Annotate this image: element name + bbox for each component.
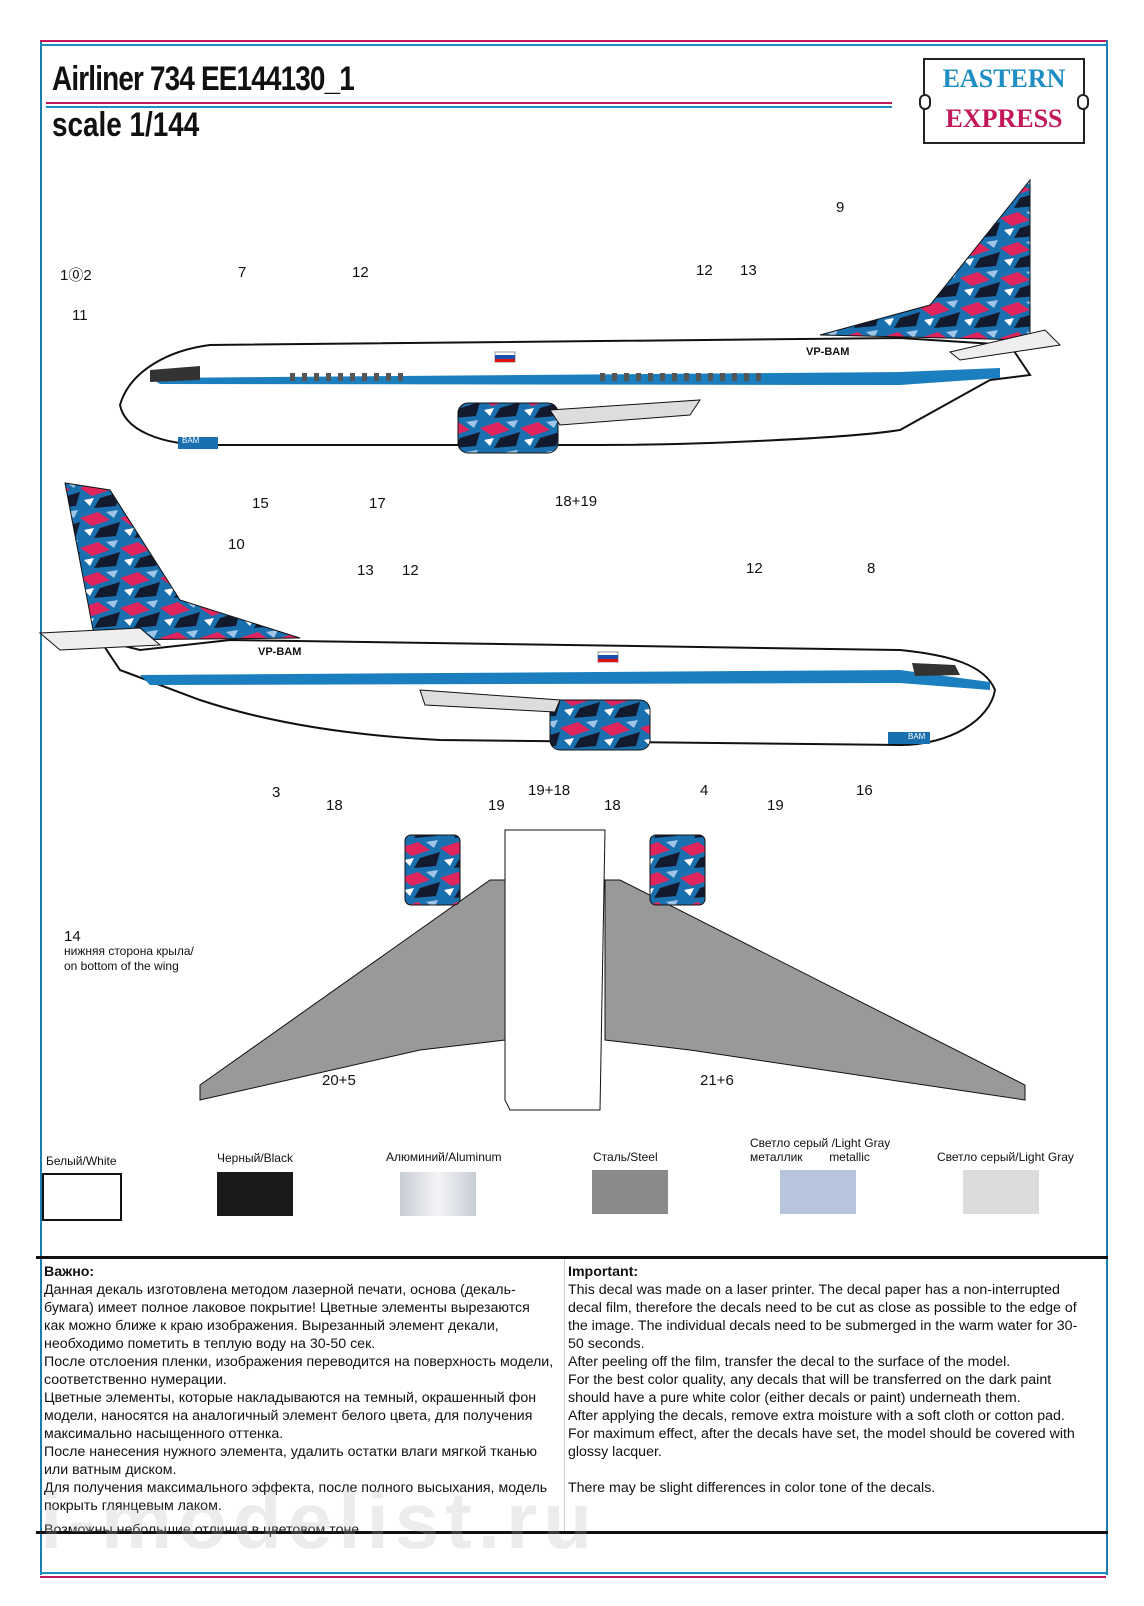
swatch-steel <box>592 1170 668 1214</box>
callout-18b: 18 <box>604 797 621 814</box>
callout-9: 9 <box>836 199 845 216</box>
logo-notch-left <box>919 94 931 110</box>
registration-right: VP-BAM <box>258 646 302 658</box>
callout-14: 14 <box>64 928 81 945</box>
swatch-label-steel: Сталь/Steel <box>593 1150 658 1164</box>
callout-19b: 19 <box>767 797 784 814</box>
callout-4: 4 <box>700 782 709 799</box>
instructions-panel: Важно: Данная декаль изготовлена методом… <box>36 1256 1108 1538</box>
callout-20-5: 20+5 <box>322 1072 356 1089</box>
swatch-light-gray-metallic <box>780 1170 856 1214</box>
callout-1-2: 1⓪2 <box>60 267 92 284</box>
swatch-black <box>217 1172 293 1216</box>
top-rule-red <box>40 40 1106 42</box>
watermark: i-modelist.ru <box>40 1476 599 1565</box>
notes-en-p2: After peeling off the film, transfer the… <box>568 1354 1011 1370</box>
swatch-white <box>42 1173 122 1221</box>
wing-note-ru: нижняя сторона крыла/ <box>64 944 194 958</box>
nose-code-left: BAM <box>182 436 200 445</box>
notes-english: Important: This decal was made on a lase… <box>568 1263 1088 1497</box>
wing-plan-view <box>199 829 1026 1111</box>
logo-line-1: EASTERN <box>942 64 1066 93</box>
notes-ru-p2: После отслоения пленки, изображения пере… <box>44 1354 554 1388</box>
logo-notch-right <box>1077 94 1089 110</box>
nose-code-right: BAM <box>908 732 926 741</box>
callout-12d: 12 <box>746 560 763 577</box>
swatch-light-gray <box>963 1170 1039 1214</box>
notes-ru-heading: Важно: <box>44 1264 95 1280</box>
title-rule-red <box>46 102 892 104</box>
callout-18-19: 18+19 <box>555 493 598 510</box>
swatch-label-aluminum: Алюминий/Aluminum <box>386 1150 502 1164</box>
logo-line-2: EXPRESS <box>945 104 1063 133</box>
callout-3: 3 <box>272 784 281 801</box>
callout-7: 7 <box>238 264 247 281</box>
swatch-label-light-gray-metallic: Светло серый /Light Gray металлик metall… <box>750 1136 891 1164</box>
callout-19a: 19 <box>488 797 505 814</box>
callout-8: 8 <box>867 560 876 577</box>
swatch-aluminum <box>400 1172 476 1216</box>
notes-en-p5: For maximum effect, after the decals hav… <box>568 1426 1075 1460</box>
swatch-label-light-gray: Светло серый/Light Gray <box>937 1150 1074 1164</box>
notes-ru-p3: Цветные элементы, которые накладываются … <box>44 1390 537 1442</box>
swatch-label-black: Черный/Black <box>217 1151 293 1165</box>
swatch-label-white: Белый/White <box>46 1154 117 1168</box>
sheet-title: Airliner 734 EE144130_1 <box>52 60 355 98</box>
wing-note-en: on bottom of the wing <box>64 959 179 973</box>
notes-ru-p4: После нанесения нужного элемента, удалит… <box>44 1444 538 1478</box>
notes-en-footer: There may be slight differences in color… <box>568 1480 936 1496</box>
notes-en-p3: For the best color quality, any decals t… <box>568 1372 1052 1406</box>
callout-13a: 13 <box>740 262 757 279</box>
notes-ru-footer: Возможны небольшие отличия в цветовом то… <box>44 1522 364 1538</box>
callout-16: 16 <box>856 782 873 799</box>
left-profile-aircraft <box>118 178 1062 454</box>
callout-10: 10 <box>228 536 245 553</box>
top-rule-blue <box>40 44 1106 46</box>
callout-19-18: 19+18 <box>528 782 571 799</box>
brand-logo: EASTERN EXPRESS <box>919 58 1089 144</box>
callout-12a: 12 <box>352 264 369 281</box>
callout-17: 17 <box>369 495 386 512</box>
bottom-rule-red <box>40 1576 1106 1578</box>
notes-ru-p5: Для получения максимального эффекта, пос… <box>44 1480 548 1514</box>
sheet-scale: scale 1/144 <box>52 106 200 144</box>
callout-12c: 12 <box>402 562 419 579</box>
registration-left: VP-BAM <box>806 346 850 358</box>
bottom-rule-blue <box>40 1572 1106 1574</box>
notes-ru-p1: Данная декаль изготовлена методом лазерн… <box>44 1282 530 1352</box>
notes-en-p1: This decal was made on a laser printer. … <box>568 1282 1078 1352</box>
callout-13b: 13 <box>357 562 374 579</box>
notes-russian: Важно: Данная декаль изготовлена методом… <box>44 1263 554 1539</box>
notes-en-heading: Important: <box>568 1264 639 1280</box>
page-frame <box>40 40 1108 1575</box>
callout-11: 11 <box>72 307 88 324</box>
callout-15: 15 <box>252 495 269 512</box>
callout-18a: 18 <box>326 797 343 814</box>
callout-12b: 12 <box>696 262 713 279</box>
notes-divider <box>564 1259 565 1531</box>
notes-en-p4: After applying the decals, remove extra … <box>568 1408 1065 1424</box>
aircraft-drawings <box>38 178 1062 1111</box>
callout-21-6: 21+6 <box>700 1072 734 1089</box>
right-profile-aircraft <box>38 482 997 751</box>
title-rule-blue <box>46 106 892 108</box>
